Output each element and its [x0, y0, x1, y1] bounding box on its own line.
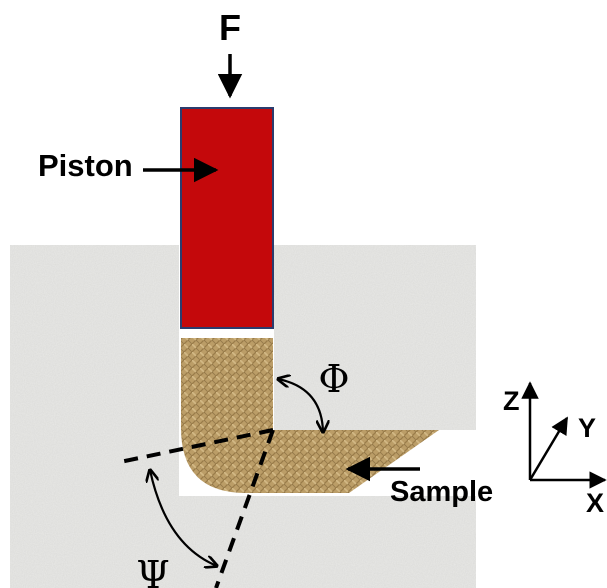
y-axis — [528, 416, 569, 481]
piston-callout: Piston — [38, 148, 219, 183]
sample — [181, 338, 439, 493]
psi-line — [214, 429, 275, 588]
piston-label: Piston — [38, 148, 133, 183]
phi-label: Φ — [318, 357, 349, 401]
force-label: F — [219, 7, 241, 48]
y-axis-label: Y — [578, 413, 596, 443]
channel-angle-lines — [119, 428, 275, 588]
sample-label: Sample — [390, 476, 493, 508]
psi-label: Ψ — [136, 553, 169, 588]
sample-callout: Sample — [345, 456, 493, 508]
phi-bisector-line — [119, 428, 274, 464]
coordinate-axes: Z Y X — [503, 381, 607, 518]
phi-arc — [278, 379, 323, 432]
psi-arc — [150, 470, 217, 566]
piston — [180, 107, 274, 329]
x-axis-label: X — [586, 488, 604, 518]
z-axis-label: Z — [503, 386, 520, 416]
force-indicator: F — [217, 7, 243, 99]
